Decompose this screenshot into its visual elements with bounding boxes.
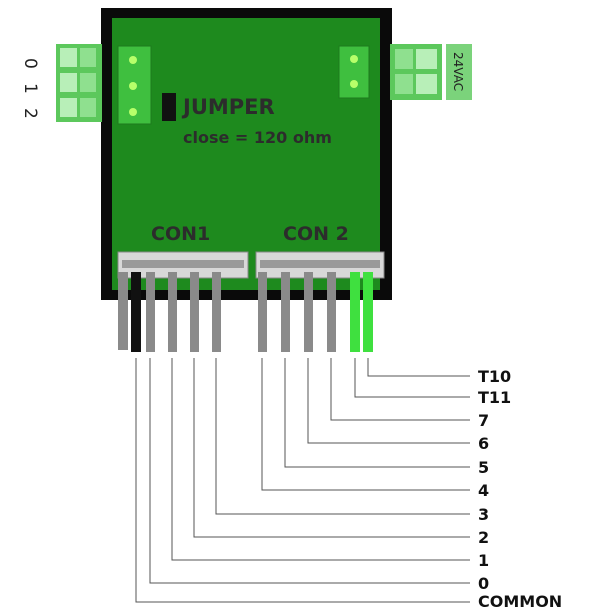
- wire-common: [118, 272, 128, 350]
- con2-label: CON 2: [283, 223, 349, 245]
- wire-3: [190, 272, 199, 352]
- wire-labels: T10 T11 7 6 5 4 3 2 1 0 COMMON: [478, 367, 562, 610]
- wire-t11: [350, 272, 360, 352]
- wire-7: [327, 272, 336, 352]
- wire-2: [168, 272, 177, 352]
- wire-label-t10: T10: [478, 367, 511, 386]
- right-board-header: [338, 45, 370, 99]
- left-terminal-block: 0 1 2: [15, 39, 102, 124]
- wire-label-3: 3: [478, 505, 489, 524]
- wires: [118, 272, 373, 352]
- wire-label-0: 0: [478, 574, 489, 593]
- wire-label-t11: T11: [478, 388, 511, 407]
- left-terminal-label-0: 0: [20, 58, 40, 69]
- wire-3b: [212, 272, 221, 352]
- wire-label-5: 5: [478, 458, 489, 477]
- wire-5: [281, 272, 290, 352]
- wire-label-common: COMMON: [478, 592, 562, 610]
- wire-label-6: 6: [478, 434, 489, 453]
- wire-0: [131, 272, 141, 352]
- left-terminal-label-1: 1: [20, 83, 40, 94]
- wire-4: [258, 272, 267, 352]
- con1-label: CON1: [151, 223, 210, 245]
- left-terminal-label-2: 2: [20, 108, 40, 119]
- left-board-header: [117, 45, 152, 125]
- wire-6: [304, 272, 313, 352]
- right-terminal-label: 24VAC: [451, 52, 465, 91]
- wire-1: [146, 272, 155, 352]
- wire-t10: [363, 272, 373, 352]
- con2-socket: [255, 251, 385, 279]
- right-terminal-block: 24VAC: [390, 40, 475, 105]
- jumper-block: [162, 93, 176, 121]
- wire-label-7: 7: [478, 411, 489, 430]
- board-pcb: [112, 18, 380, 290]
- jumper-note: close = 120 ohm: [183, 128, 332, 147]
- jumper-label: JUMPER: [181, 95, 275, 119]
- wire-label-2: 2: [478, 528, 489, 547]
- leader-lines: [135, 358, 470, 603]
- wire-label-4: 4: [478, 481, 489, 500]
- wire-label-1: 1: [478, 551, 489, 570]
